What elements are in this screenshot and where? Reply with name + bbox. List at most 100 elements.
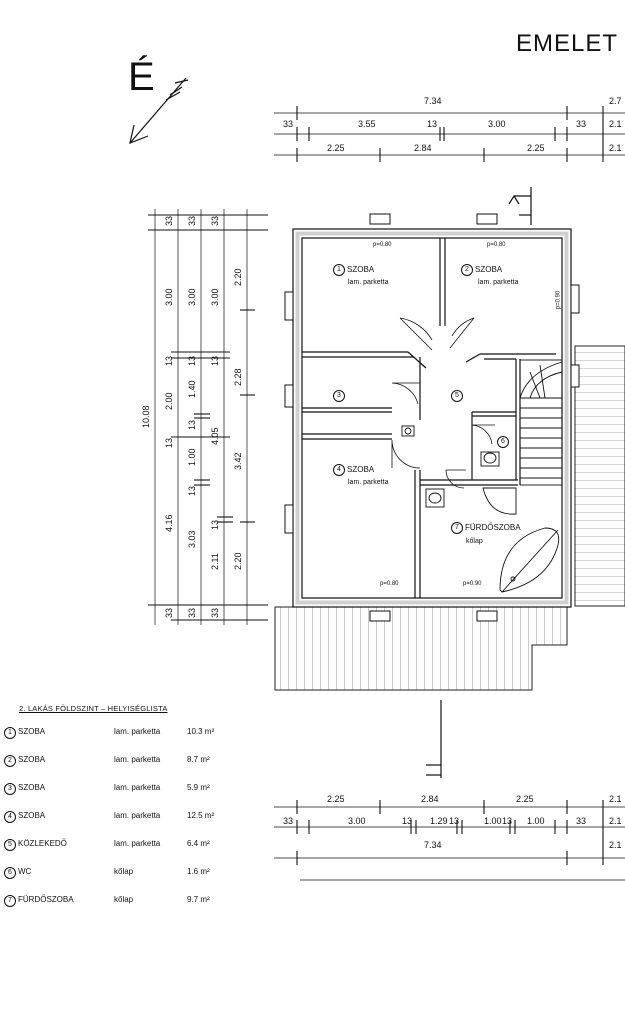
dim-bottom-cut3: 2.1 bbox=[609, 840, 622, 850]
room-list-title: 2. LAKÁS FÖLDSZINT – HELYISÉGLISTA bbox=[19, 704, 168, 713]
dim-top-wall-right: 33 bbox=[576, 119, 587, 129]
dim-bottom-wall-right: 33 bbox=[576, 816, 587, 826]
window-tag-5: p=0.90 bbox=[555, 290, 562, 310]
dim-top-cut3: 2.1 bbox=[609, 143, 622, 153]
dim-left-b-wall1: 13 bbox=[187, 355, 197, 366]
room-list-area: 8.7 m² bbox=[187, 755, 210, 764]
dim-left-b-seg3: 3.03 bbox=[187, 530, 197, 548]
window-tag-1: p=0.80 bbox=[373, 242, 392, 248]
dim-top-room1: 3.55 bbox=[358, 119, 376, 129]
dim-top-seg2: 2.84 bbox=[414, 143, 432, 153]
dim-bottom-seg3: 2.25 bbox=[516, 794, 534, 804]
room-6-number: 6 bbox=[497, 436, 509, 448]
room-7-name: FÜRDŐSZOBA bbox=[465, 523, 521, 532]
bathroom-fixtures bbox=[401, 425, 560, 593]
room-list-name: WC bbox=[18, 867, 32, 876]
dim-bottom-door: 1.29 bbox=[430, 816, 448, 826]
dim-bottom-cut2: 2.1 bbox=[609, 816, 622, 826]
dim-left-a-wall2: 13 bbox=[164, 437, 174, 448]
south-balcony bbox=[274, 606, 568, 691]
dim-top-wall-left: 33 bbox=[283, 119, 294, 129]
dim-bottom-seg1: 2.25 bbox=[327, 794, 345, 804]
staircase bbox=[519, 359, 563, 486]
dim-left-a-room3: 2.00 bbox=[164, 392, 174, 410]
room-list-floor: kőlap bbox=[114, 867, 134, 876]
floor-title: EMELET bbox=[516, 30, 619, 57]
room-list-floor: lam. parketta bbox=[114, 755, 161, 764]
dim-bottom-room4: 3.00 bbox=[348, 816, 366, 826]
room-list-num: 5 bbox=[4, 839, 16, 851]
room-1-name: SZOBA bbox=[347, 265, 375, 274]
top-dimension-lines bbox=[274, 106, 625, 162]
window-tag-4: p=0.90 bbox=[463, 581, 482, 587]
room-list-area: 12.5 m² bbox=[187, 811, 215, 820]
windows bbox=[284, 213, 580, 622]
room-list-name: FÜRDŐSZOBA bbox=[18, 895, 74, 904]
room-list-num: 7 bbox=[4, 895, 16, 907]
dim-bottom-seg-b: 1.00 bbox=[527, 816, 545, 826]
dim-top-total: 7.34 bbox=[424, 96, 442, 106]
room-list-floor: lam. parketta bbox=[114, 839, 161, 848]
inner-walls bbox=[302, 238, 556, 598]
room-list-floor: kőlap bbox=[114, 895, 134, 904]
dim-left-a-room4: 4.16 bbox=[164, 514, 174, 532]
bottom-dimension-lines bbox=[274, 800, 625, 881]
dim-top-cut1: 2.7 bbox=[609, 96, 622, 106]
room-list-name: KÖZLEKEDŐ bbox=[18, 839, 67, 848]
dim-bottom-wall3: 13 bbox=[502, 816, 513, 826]
room-list-floor: lam. parketta bbox=[114, 783, 161, 792]
dim-left-c-seg2: 2.11 bbox=[210, 553, 220, 570]
dim-bottom-wall1: 13 bbox=[402, 816, 413, 826]
dim-left-d-seg1: 2.20 bbox=[233, 268, 243, 286]
dim-left-a-wall-top: 33 bbox=[164, 215, 174, 226]
dim-left-c-seg1: 4.05 bbox=[210, 427, 220, 445]
door-swings bbox=[391, 317, 495, 489]
dim-bottom-wall-left: 33 bbox=[283, 816, 294, 826]
room-7-floor: kőlap bbox=[466, 538, 483, 545]
dim-left-a-room1: 3.00 bbox=[164, 288, 174, 306]
dim-left-b-wall-top: 33 bbox=[187, 215, 197, 226]
dim-left-c-wall-top: 33 bbox=[210, 215, 220, 226]
room-list-area: 9.7 m² bbox=[187, 895, 210, 904]
room-list-num: 1 bbox=[4, 727, 16, 739]
dim-top-seg1: 2.25 bbox=[327, 143, 345, 153]
room-list-area: 6.4 m² bbox=[187, 839, 210, 848]
dim-left-a-wall-bottom: 33 bbox=[164, 607, 174, 618]
dim-left-b-wall3: 13 bbox=[187, 485, 197, 496]
room-1-floor: lam. parketta bbox=[348, 279, 389, 286]
room-list-row: 2 SZOBA lam. parketta 8.7 m² bbox=[4, 755, 219, 783]
dim-left-b-seg1: 1.40 bbox=[187, 380, 197, 398]
window-tag-3: p=0.80 bbox=[380, 581, 399, 587]
room-list-area: 5.9 m² bbox=[187, 783, 210, 792]
dim-left-c-room1: 3.00 bbox=[210, 288, 220, 306]
room-list-row: 3 SZOBA lam. parketta 5.9 m² bbox=[4, 783, 219, 811]
dim-left-c-wall2: 13 bbox=[210, 519, 220, 530]
dim-bottom-seg2: 2.84 bbox=[421, 794, 439, 804]
north-arrow-icon bbox=[129, 77, 189, 144]
section-markers bbox=[426, 187, 532, 778]
room-list-num: 4 bbox=[4, 811, 16, 823]
dim-left-c-wall1: 13 bbox=[210, 355, 220, 366]
room-2-number: 2 bbox=[461, 264, 473, 276]
room-list-name: SZOBA bbox=[18, 755, 46, 764]
dim-top-inner-wall: 13 bbox=[427, 119, 438, 129]
room-list-row: 1 SZOBA lam. parketta 10.3 m² bbox=[4, 727, 219, 755]
room-1-number: 1 bbox=[333, 264, 345, 276]
dim-top-cut2: 2.1 bbox=[609, 119, 622, 129]
window-tag-2: p=0.80 bbox=[487, 242, 506, 248]
east-terrace bbox=[574, 345, 625, 607]
room-2-floor: lam. parketta bbox=[478, 279, 519, 286]
room-list-name: SZOBA bbox=[18, 727, 46, 736]
room-list-row: 6 WC kőlap 1.6 m² bbox=[4, 867, 219, 895]
room-list-num: 6 bbox=[4, 867, 16, 879]
room-list-row: 7 FÜRDŐSZOBA kőlap 9.7 m² bbox=[4, 895, 219, 923]
dim-left-b-wall2: 13 bbox=[187, 419, 197, 430]
dim-left-d-seg3: 3.42 bbox=[233, 452, 243, 470]
north-label: É bbox=[128, 55, 155, 99]
dim-left-b-seg2: 1.00 bbox=[187, 448, 197, 466]
room-list-area: 10.3 m² bbox=[187, 727, 215, 736]
room-list: 2. LAKÁS FÖLDSZINT – HELYISÉGLISTA 1 SZO… bbox=[4, 704, 219, 923]
dim-left-d-seg4: 2.20 bbox=[233, 552, 243, 570]
dim-top-seg3: 2.25 bbox=[527, 143, 545, 153]
